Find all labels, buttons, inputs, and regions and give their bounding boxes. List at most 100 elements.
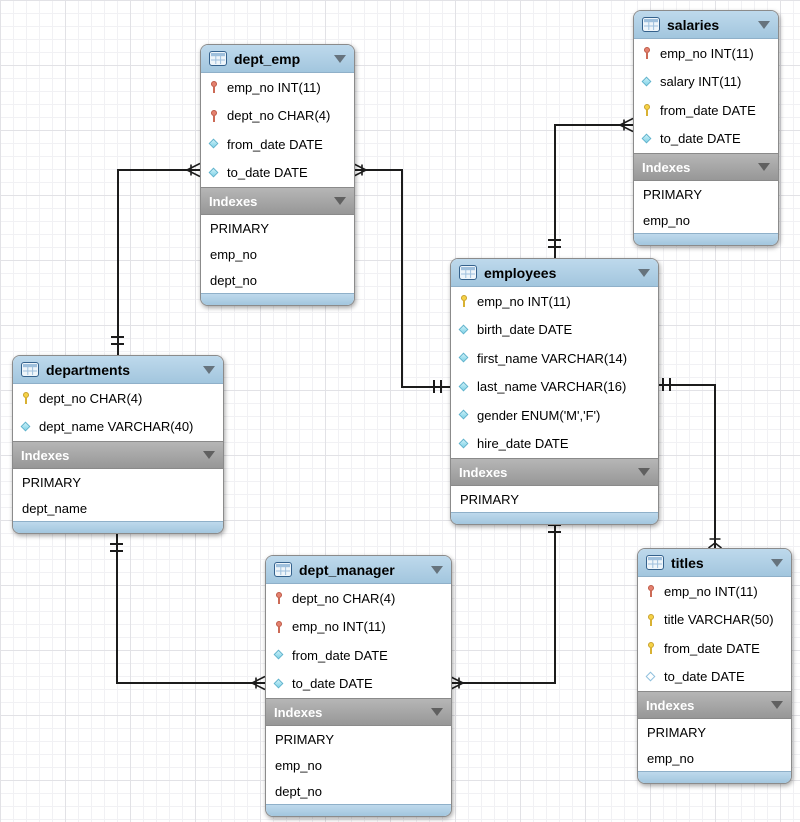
collapse-arrow-icon[interactable] xyxy=(638,268,650,277)
collapse-arrow-icon[interactable] xyxy=(334,54,346,63)
table-salaries[interactable]: salaries emp_no INT(11) salary INT(11) f… xyxy=(633,10,779,246)
index-row[interactable]: PRIMARY xyxy=(201,215,354,241)
column-row[interactable]: from_date DATE xyxy=(634,96,778,125)
relationship-line[interactable] xyxy=(116,682,266,684)
relationship-line[interactable] xyxy=(450,682,556,684)
primary-key-icon xyxy=(20,392,32,405)
index-row[interactable]: emp_no xyxy=(638,745,791,771)
table-titles[interactable]: titles emp_no INT(11) title VARCHAR(50) … xyxy=(637,548,792,784)
column-row[interactable]: dept_name VARCHAR(40) xyxy=(13,412,223,441)
relationship-line[interactable] xyxy=(554,124,634,126)
index-label: PRIMARY xyxy=(460,491,519,507)
table-header[interactable]: dept_manager xyxy=(266,556,451,584)
column-row[interactable]: dept_no CHAR(4) xyxy=(201,101,354,130)
index-label: dept_no xyxy=(210,272,257,288)
column-row[interactable]: last_name VARCHAR(16) xyxy=(451,372,658,401)
indexes-header[interactable]: Indexes xyxy=(266,698,451,726)
table-header[interactable]: departments xyxy=(13,356,223,384)
column-row[interactable]: gender ENUM('M','F') xyxy=(451,401,658,430)
relationship-line[interactable] xyxy=(401,386,450,388)
column-row[interactable]: to_date DATE xyxy=(201,158,354,187)
table-dept-manager[interactable]: dept_manager dept_no CHAR(4) emp_no INT(… xyxy=(265,555,452,817)
index-row[interactable]: PRIMARY xyxy=(266,726,451,752)
indexes-header[interactable]: Indexes xyxy=(634,153,778,181)
table-header[interactable]: salaries xyxy=(634,11,778,39)
index-row[interactable]: PRIMARY xyxy=(638,719,791,745)
column-row[interactable]: dept_no CHAR(4) xyxy=(266,584,451,613)
relationship-line[interactable] xyxy=(352,169,403,171)
collapse-arrow-icon[interactable] xyxy=(758,20,770,29)
column-nullable-icon xyxy=(645,671,657,683)
index-row[interactable]: dept_name xyxy=(13,495,223,521)
indexes-header[interactable]: Indexes xyxy=(13,441,223,469)
column-label: dept_no CHAR(4) xyxy=(39,390,143,406)
table-header[interactable]: titles xyxy=(638,549,791,577)
index-row[interactable]: emp_no xyxy=(201,241,354,267)
relationship-line[interactable] xyxy=(116,527,118,683)
index-row[interactable]: PRIMARY xyxy=(634,181,778,207)
column-row[interactable]: to_date DATE xyxy=(266,669,451,698)
column-row[interactable]: from_date DATE xyxy=(638,634,791,663)
collapse-arrow-icon[interactable] xyxy=(334,197,346,205)
column-row[interactable]: emp_no INT(11) xyxy=(201,73,354,102)
collapse-arrow-icon[interactable] xyxy=(758,163,770,171)
column-row[interactable]: emp_no INT(11) xyxy=(638,577,791,606)
table-footer xyxy=(638,771,791,783)
column-notnull-icon xyxy=(641,76,653,88)
relationship-line[interactable] xyxy=(554,124,556,259)
table-header[interactable]: dept_emp xyxy=(201,45,354,73)
collapse-arrow-icon[interactable] xyxy=(771,701,783,709)
relationship-line[interactable] xyxy=(656,384,716,386)
relationship-line[interactable] xyxy=(714,384,716,549)
column-notnull-icon xyxy=(458,409,470,421)
relationship-line[interactable] xyxy=(117,169,119,356)
relationship-line[interactable] xyxy=(117,169,201,171)
relationship-line[interactable] xyxy=(401,169,403,388)
table-header[interactable]: employees xyxy=(451,259,658,287)
column-label: gender ENUM('M','F') xyxy=(477,407,601,423)
index-row[interactable]: dept_no xyxy=(201,267,354,293)
column-notnull-icon xyxy=(458,324,470,336)
column-label: to_date DATE xyxy=(227,165,308,181)
table-footer xyxy=(634,233,778,245)
column-row[interactable]: emp_no INT(11) xyxy=(634,39,778,68)
collapse-arrow-icon[interactable] xyxy=(203,365,215,374)
collapse-arrow-icon[interactable] xyxy=(638,468,650,476)
column-row[interactable]: birth_date DATE xyxy=(451,315,658,344)
table-dept-emp[interactable]: dept_emp emp_no INT(11) dept_no CHAR(4) … xyxy=(200,44,355,306)
collapse-arrow-icon[interactable] xyxy=(771,558,783,567)
index-row[interactable]: emp_no xyxy=(634,207,778,233)
index-label: dept_no xyxy=(275,783,322,799)
index-row[interactable]: PRIMARY xyxy=(451,486,658,512)
index-row[interactable]: dept_no xyxy=(266,778,451,804)
table-departments[interactable]: departments dept_no CHAR(4) dept_name VA… xyxy=(12,355,224,534)
indexes-label: Indexes xyxy=(21,447,70,463)
column-row[interactable]: title VARCHAR(50) xyxy=(638,605,791,634)
index-label: dept_name xyxy=(22,500,88,516)
table-employees[interactable]: employees emp_no INT(11) birth_date DATE… xyxy=(450,258,659,525)
collapse-arrow-icon[interactable] xyxy=(203,451,215,459)
column-row[interactable]: emp_no INT(11) xyxy=(451,287,658,316)
index-row[interactable]: PRIMARY xyxy=(13,469,223,495)
indexes-header[interactable]: Indexes xyxy=(451,458,658,486)
primary-key-icon xyxy=(641,104,653,117)
column-row[interactable]: from_date DATE xyxy=(266,641,451,670)
column-row[interactable]: to_date DATE xyxy=(638,662,791,691)
column-label: salary INT(11) xyxy=(660,74,742,90)
column-row[interactable]: salary INT(11) xyxy=(634,67,778,96)
collapse-arrow-icon[interactable] xyxy=(431,565,443,574)
column-row[interactable]: dept_no CHAR(4) xyxy=(13,384,223,413)
indexes-header[interactable]: Indexes xyxy=(201,187,354,215)
column-row[interactable]: emp_no INT(11) xyxy=(266,612,451,641)
index-row[interactable]: emp_no xyxy=(266,752,451,778)
column-row[interactable]: to_date DATE xyxy=(634,124,778,153)
column-notnull-icon xyxy=(273,678,285,690)
indexes-header[interactable]: Indexes xyxy=(638,691,791,719)
column-row[interactable]: from_date DATE xyxy=(201,130,354,159)
relationship-line[interactable] xyxy=(554,518,556,684)
column-row[interactable]: first_name VARCHAR(14) xyxy=(451,344,658,373)
column-row[interactable]: hire_date DATE xyxy=(451,429,658,458)
table-footer xyxy=(451,512,658,524)
collapse-arrow-icon[interactable] xyxy=(431,708,443,716)
